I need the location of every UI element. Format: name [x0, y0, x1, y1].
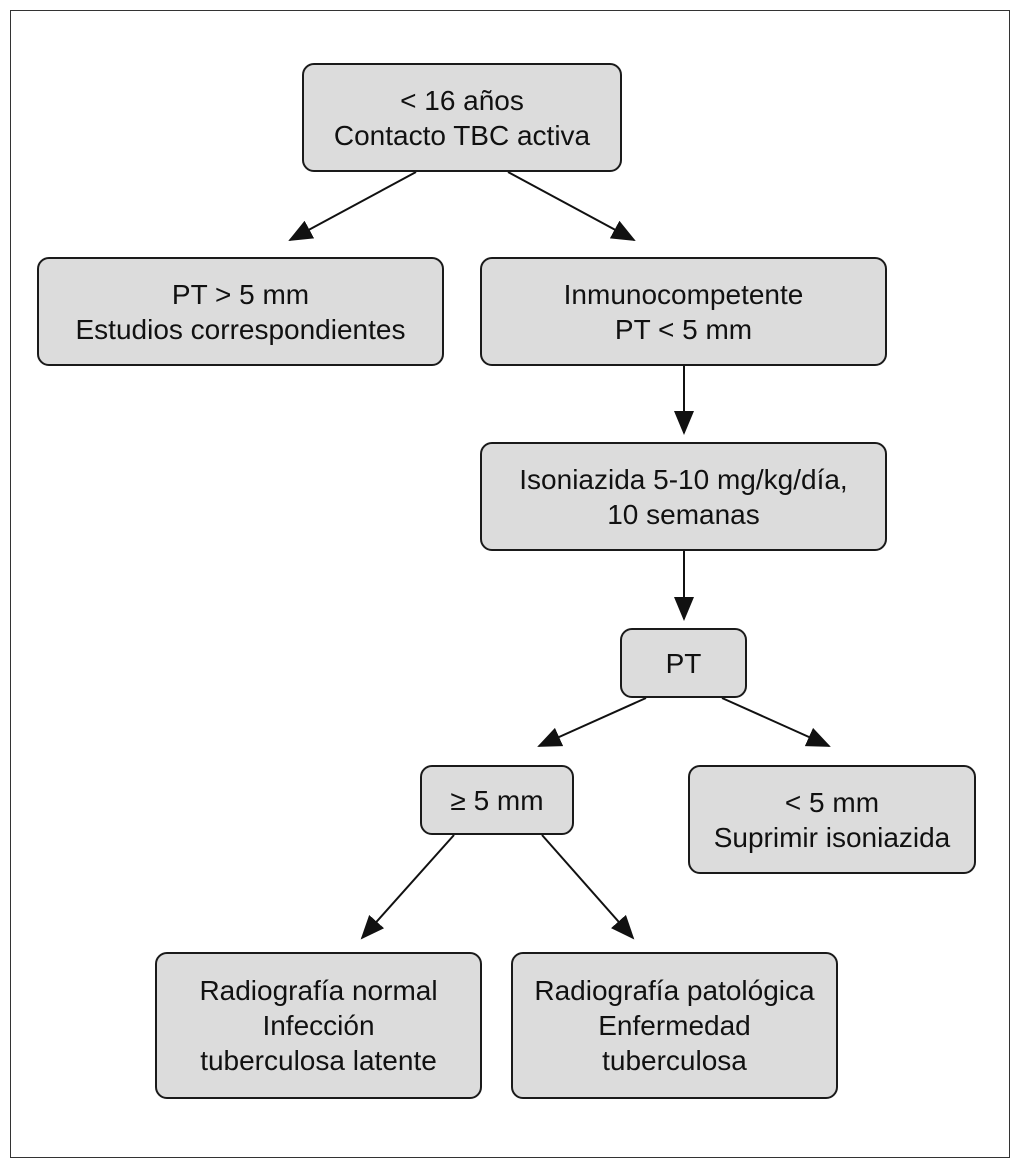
node-start-line1: < 16 años	[400, 84, 524, 116]
node-ge-5-line1: ≥ 5 mm	[450, 784, 544, 816]
node-lt-5-line2: Suprimir isoniazida	[713, 821, 951, 853]
node-immunocompetent-line1: Inmunocompetente	[563, 278, 804, 310]
node-pt-over-5-line1: PT > 5 mm	[171, 278, 310, 310]
node-lt-5: < 5 mm Suprimir isoniazida	[688, 765, 976, 874]
arrow-ge-5-to-xray-pathologic	[541, 834, 635, 940]
node-xray-pathologic-line1: Radiografía patológica	[534, 975, 815, 1006]
node-immunocompetent: Inmunocompetente PT < 5 mm	[480, 257, 887, 366]
arrow-start-to-immunocompetent	[507, 171, 636, 241]
node-immunocompetent-line2: PT < 5 mm	[614, 313, 753, 345]
node-pt-over-5: PT > 5 mm Estudios correspondientes	[37, 257, 444, 366]
node-isoniazid-line2: 10 semanas	[607, 498, 760, 530]
arrow-pt-to-lt-5	[721, 697, 831, 747]
node-xray-pathologic-line3: tuberculosa	[602, 1045, 747, 1076]
node-pt-over-5-line2: Estudios correspondientes	[75, 313, 406, 345]
arrow-pt-to-ge-5	[537, 697, 647, 747]
node-xray-pathologic-line2: Enfermedad	[598, 1010, 751, 1041]
node-xray-normal-line3: tuberculosa latente	[200, 1045, 437, 1076]
node-xray-normal: Radiografía normal Infección tuberculosa…	[155, 952, 482, 1099]
arrow-ge-5-to-xray-normal	[360, 834, 455, 940]
node-start: < 16 años Contacto TBC activa	[302, 63, 622, 172]
node-isoniazid: Isoniazida 5-10 mg/kg/día, 10 semanas	[480, 442, 887, 551]
node-isoniazid-line1: Isoniazida 5-10 mg/kg/día,	[519, 463, 848, 495]
node-lt-5-line1: < 5 mm	[784, 786, 880, 818]
node-xray-normal-line1: Radiografía normal	[199, 975, 438, 1006]
node-pt-line1: PT	[665, 647, 702, 679]
arrow-start-to-pt-over-5	[288, 171, 417, 241]
figure-frame	[10, 10, 1010, 1158]
node-xray-normal-line2: Infección	[262, 1010, 375, 1041]
node-xray-pathologic: Radiografía patológica Enfermedad tuberc…	[511, 952, 838, 1099]
node-start-line2: Contacto TBC activa	[333, 119, 591, 151]
node-pt: PT	[620, 628, 747, 698]
node-ge-5: ≥ 5 mm	[420, 765, 574, 835]
